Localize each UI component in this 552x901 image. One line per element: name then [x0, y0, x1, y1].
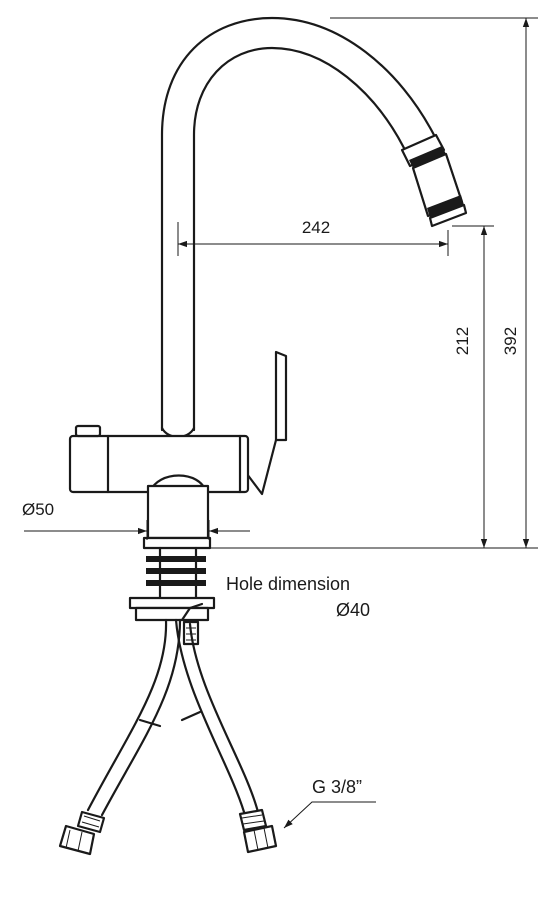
total-height-dimension: 392: [330, 17, 538, 548]
reach-dimension: 242: [177, 218, 449, 256]
connection-label: G 3/8”: [312, 777, 362, 797]
spout-height-dimension: 212: [452, 225, 494, 548]
left-hose-fitting: [58, 810, 106, 856]
connection-note: G 3/8”: [283, 777, 376, 829]
total-height-label: 392: [501, 327, 520, 355]
hole-dimension-note: Hole dimension Ø40: [226, 574, 370, 620]
hole-label: Hole dimension: [226, 574, 350, 594]
spout-height-label: 212: [453, 327, 472, 355]
spout-head: [400, 133, 468, 228]
hoses: [58, 618, 278, 856]
mounting-hardware: [128, 546, 216, 646]
faucet-body: [68, 350, 288, 550]
base-diameter-dimension: Ø50: [22, 500, 250, 540]
spout: [160, 16, 436, 439]
base-diameter-label: Ø50: [22, 500, 54, 519]
right-hose-fitting: [238, 808, 278, 854]
hole-value: Ø40: [336, 600, 370, 620]
reach-label: 242: [302, 218, 330, 237]
